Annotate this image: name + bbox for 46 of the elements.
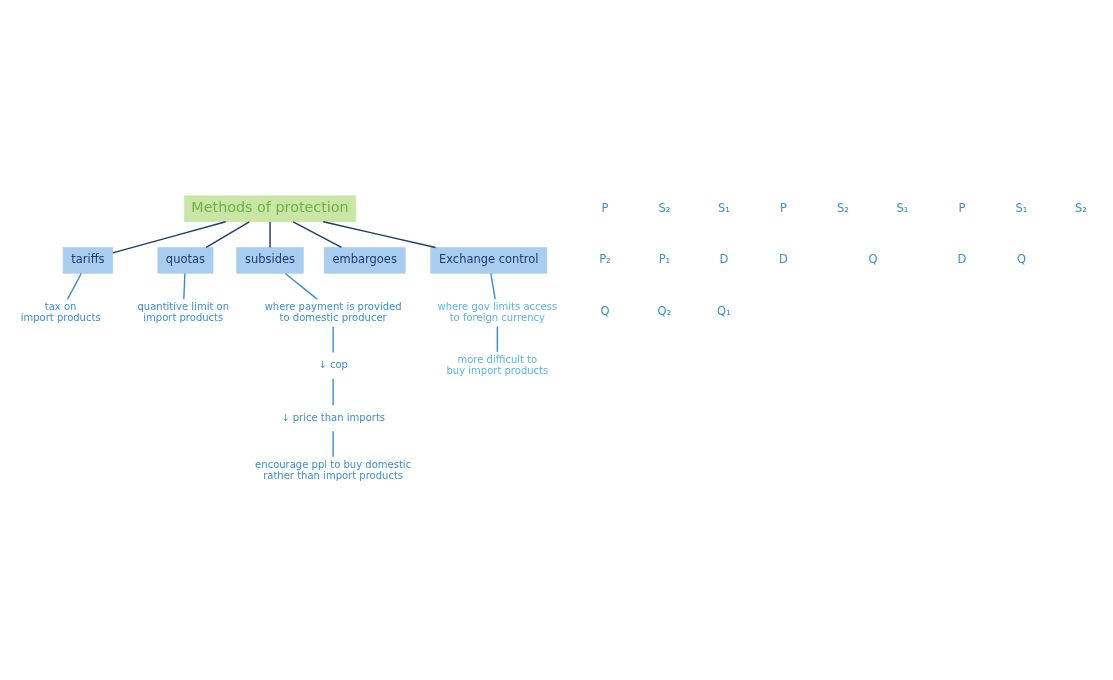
label: S₂	[1075, 200, 1087, 215]
connector	[66, 272, 82, 300]
label: S₁	[1015, 200, 1028, 215]
connector	[332, 430, 334, 458]
label: Q₂	[657, 304, 672, 319]
connector	[292, 221, 343, 249]
node-box: Exchange control	[430, 247, 548, 274]
node-text: encourage ppl to buy domestic rather than import products	[255, 458, 412, 481]
label: S₁	[717, 200, 730, 215]
label: D	[719, 252, 729, 267]
connector	[332, 325, 334, 354]
label: S₂	[837, 200, 849, 215]
connector	[183, 272, 186, 300]
node-box: Methods of protection	[184, 195, 357, 223]
connector	[322, 221, 437, 249]
label: Q	[600, 304, 610, 319]
node-text: where payment is provided to domestic producer	[264, 301, 402, 323]
label: Q₁	[717, 304, 731, 319]
node-text: ↓ cop	[318, 359, 348, 371]
label: P₂	[599, 252, 611, 267]
node-box: quotas	[157, 247, 214, 274]
connector	[112, 221, 227, 254]
node-text: tax on import products	[20, 301, 101, 323]
label: P	[601, 200, 609, 215]
label: S₁	[896, 200, 909, 215]
node-text: quantitive limit on import products	[137, 301, 230, 323]
label: P	[958, 200, 966, 215]
label: P₁	[658, 252, 671, 267]
label: Q	[868, 252, 878, 267]
label: D	[779, 252, 788, 267]
label: P	[779, 200, 787, 215]
connector	[269, 221, 271, 249]
node-box: embargoes	[323, 247, 406, 274]
connector	[332, 378, 334, 406]
connector	[496, 325, 499, 353]
connector	[490, 272, 496, 300]
node-box: subsides	[236, 247, 304, 274]
node-box: tariffs	[62, 247, 113, 274]
label: S₂	[658, 200, 671, 215]
connector	[284, 272, 318, 300]
label: Q	[1017, 252, 1027, 267]
connector	[205, 221, 251, 249]
node-text: more difficult to buy import products	[446, 354, 549, 376]
node-text: ↓ price than imports	[281, 411, 386, 423]
node-text: where gov limits access to foreign currency	[437, 301, 558, 323]
label: D	[957, 252, 967, 267]
